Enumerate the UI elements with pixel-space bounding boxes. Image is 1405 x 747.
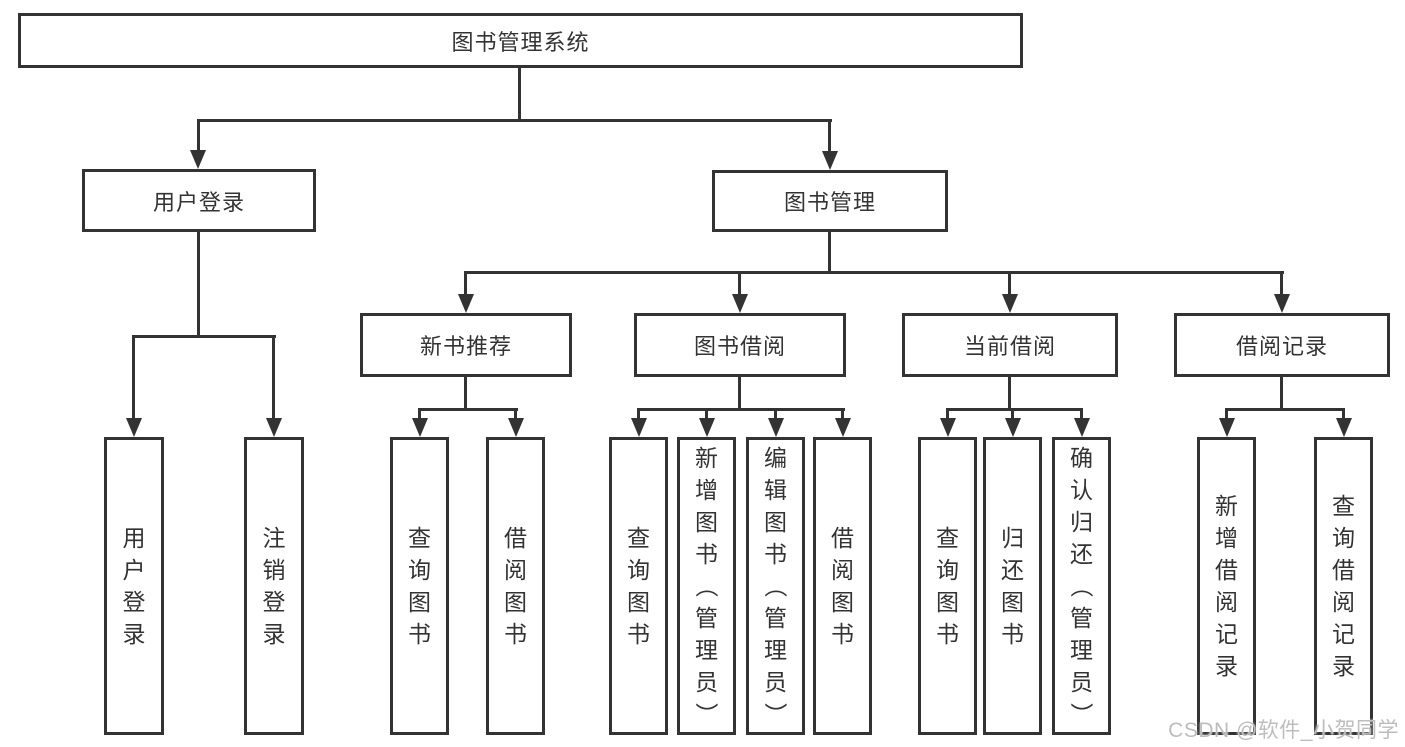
node-book-management: 图书管理 (712, 170, 948, 232)
connector-line (132, 335, 135, 420)
node-user-login: 用户登录 (82, 169, 316, 232)
node-label: 用户登录 (152, 189, 245, 215)
leaf-query-book-borrow: 查询图书 (609, 437, 668, 735)
arrow-down-icon (266, 418, 282, 437)
leaf-label: 查询借阅记录 (1332, 493, 1355, 679)
connector-line (841, 408, 844, 420)
node-label: 图书借阅 (693, 334, 786, 359)
arrow-down-icon (1002, 294, 1018, 313)
connector-line (518, 68, 521, 119)
leaf-user-login: 用户登录 (104, 437, 164, 735)
leaf-add-book-admin: 新增图书（管理员） (677, 437, 736, 735)
arrow-down-icon (1219, 418, 1235, 437)
leaf-borrow-book: 借阅图书 (813, 437, 872, 735)
connector-line (418, 408, 421, 420)
leaf-logout: 注销登录 (244, 437, 304, 735)
connector-line (1008, 377, 1011, 410)
connector-line (738, 377, 741, 410)
leaf-return-book: 归还图书 (983, 437, 1042, 735)
arrow-down-icon (699, 418, 715, 437)
connector-line (1280, 377, 1283, 410)
connector-line (1080, 408, 1083, 420)
arrow-down-icon (835, 418, 851, 437)
connector-line (272, 335, 275, 420)
connector-line (1225, 408, 1345, 411)
connector-line (946, 408, 1083, 411)
node-label: 借阅记录 (1235, 334, 1328, 359)
leaf-query-book-current: 查询图书 (918, 437, 977, 735)
connector-line (465, 271, 1284, 274)
connector-line (637, 408, 640, 420)
leaf-label: 归还图书 (1001, 525, 1024, 647)
connector-line (1225, 408, 1228, 420)
leaf-label: 借阅图书 (831, 525, 854, 647)
arrow-down-icon (190, 150, 206, 169)
connector-line (197, 119, 200, 152)
arrow-down-icon (732, 294, 748, 313)
connector-line (828, 232, 831, 273)
connector-line (637, 408, 845, 411)
arrow-down-icon (412, 418, 428, 437)
leaf-confirm-return-admin: 确认归还（管理员） (1052, 437, 1111, 735)
node-new-book-recommend: 新书推荐 (360, 313, 572, 377)
connector-line (514, 408, 517, 420)
connector-line (197, 119, 832, 122)
connector-line (418, 408, 518, 411)
leaf-label: 确认归还（管理员） (1068, 445, 1095, 726)
leaf-edit-book-admin: 编辑图书（管理员） (746, 437, 805, 735)
node-book-borrow: 图书借阅 (634, 313, 846, 377)
leaf-query-borrow-record: 查询借阅记录 (1314, 437, 1373, 735)
connector-line (738, 271, 741, 296)
connector-line (133, 335, 276, 338)
arrow-down-icon (940, 418, 956, 437)
connector-line (774, 408, 777, 420)
arrow-down-icon (1336, 418, 1352, 437)
arrow-down-icon (126, 418, 142, 437)
watermark-text: CSDN @软件_小贺同学 (1168, 719, 1399, 742)
arrow-down-icon (1074, 418, 1090, 437)
arrow-down-icon (1274, 294, 1290, 313)
leaf-label: 查询图书 (627, 525, 650, 647)
connector-line (197, 232, 200, 337)
leaf-add-borrow-record: 新增借阅记录 (1197, 437, 1256, 735)
node-label: 新书推荐 (419, 334, 512, 359)
connector-line (1008, 271, 1011, 296)
leaf-query-book-recommend: 查询图书 (390, 437, 449, 735)
node-borrow-record: 借阅记录 (1174, 313, 1390, 377)
node-label: 图书管理系统 (451, 29, 590, 55)
leaf-label: 注销登录 (262, 525, 286, 647)
connector-line (828, 119, 831, 153)
arrow-down-icon (508, 418, 524, 437)
connector-line (705, 408, 708, 420)
connector-line (1280, 271, 1283, 296)
node-label: 当前借阅 (963, 334, 1056, 359)
node-current-borrow: 当前借阅 (902, 313, 1118, 377)
arrow-down-icon (768, 418, 784, 437)
connector-line (464, 377, 467, 410)
leaf-label: 查询图书 (936, 525, 959, 647)
leaf-label: 新增图书（管理员） (693, 445, 720, 726)
arrow-down-icon (631, 418, 647, 437)
connector-line (1342, 408, 1345, 420)
leaf-label: 查询图书 (408, 525, 431, 647)
leaf-borrow-book-recommend: 借阅图书 (486, 437, 545, 735)
node-root: 图书管理系统 (18, 13, 1023, 68)
leaf-label: 用户登录 (122, 525, 146, 647)
node-label: 图书管理 (783, 190, 876, 215)
leaf-label: 新增借阅记录 (1215, 493, 1238, 679)
arrow-down-icon (1005, 418, 1021, 437)
connector-line (1011, 408, 1014, 420)
leaf-label: 编辑图书（管理员） (762, 445, 789, 726)
arrow-down-icon (458, 294, 474, 313)
arrow-down-icon (822, 151, 838, 170)
leaf-label: 借阅图书 (504, 525, 527, 647)
connector-line (464, 271, 467, 296)
connector-line (946, 408, 949, 420)
